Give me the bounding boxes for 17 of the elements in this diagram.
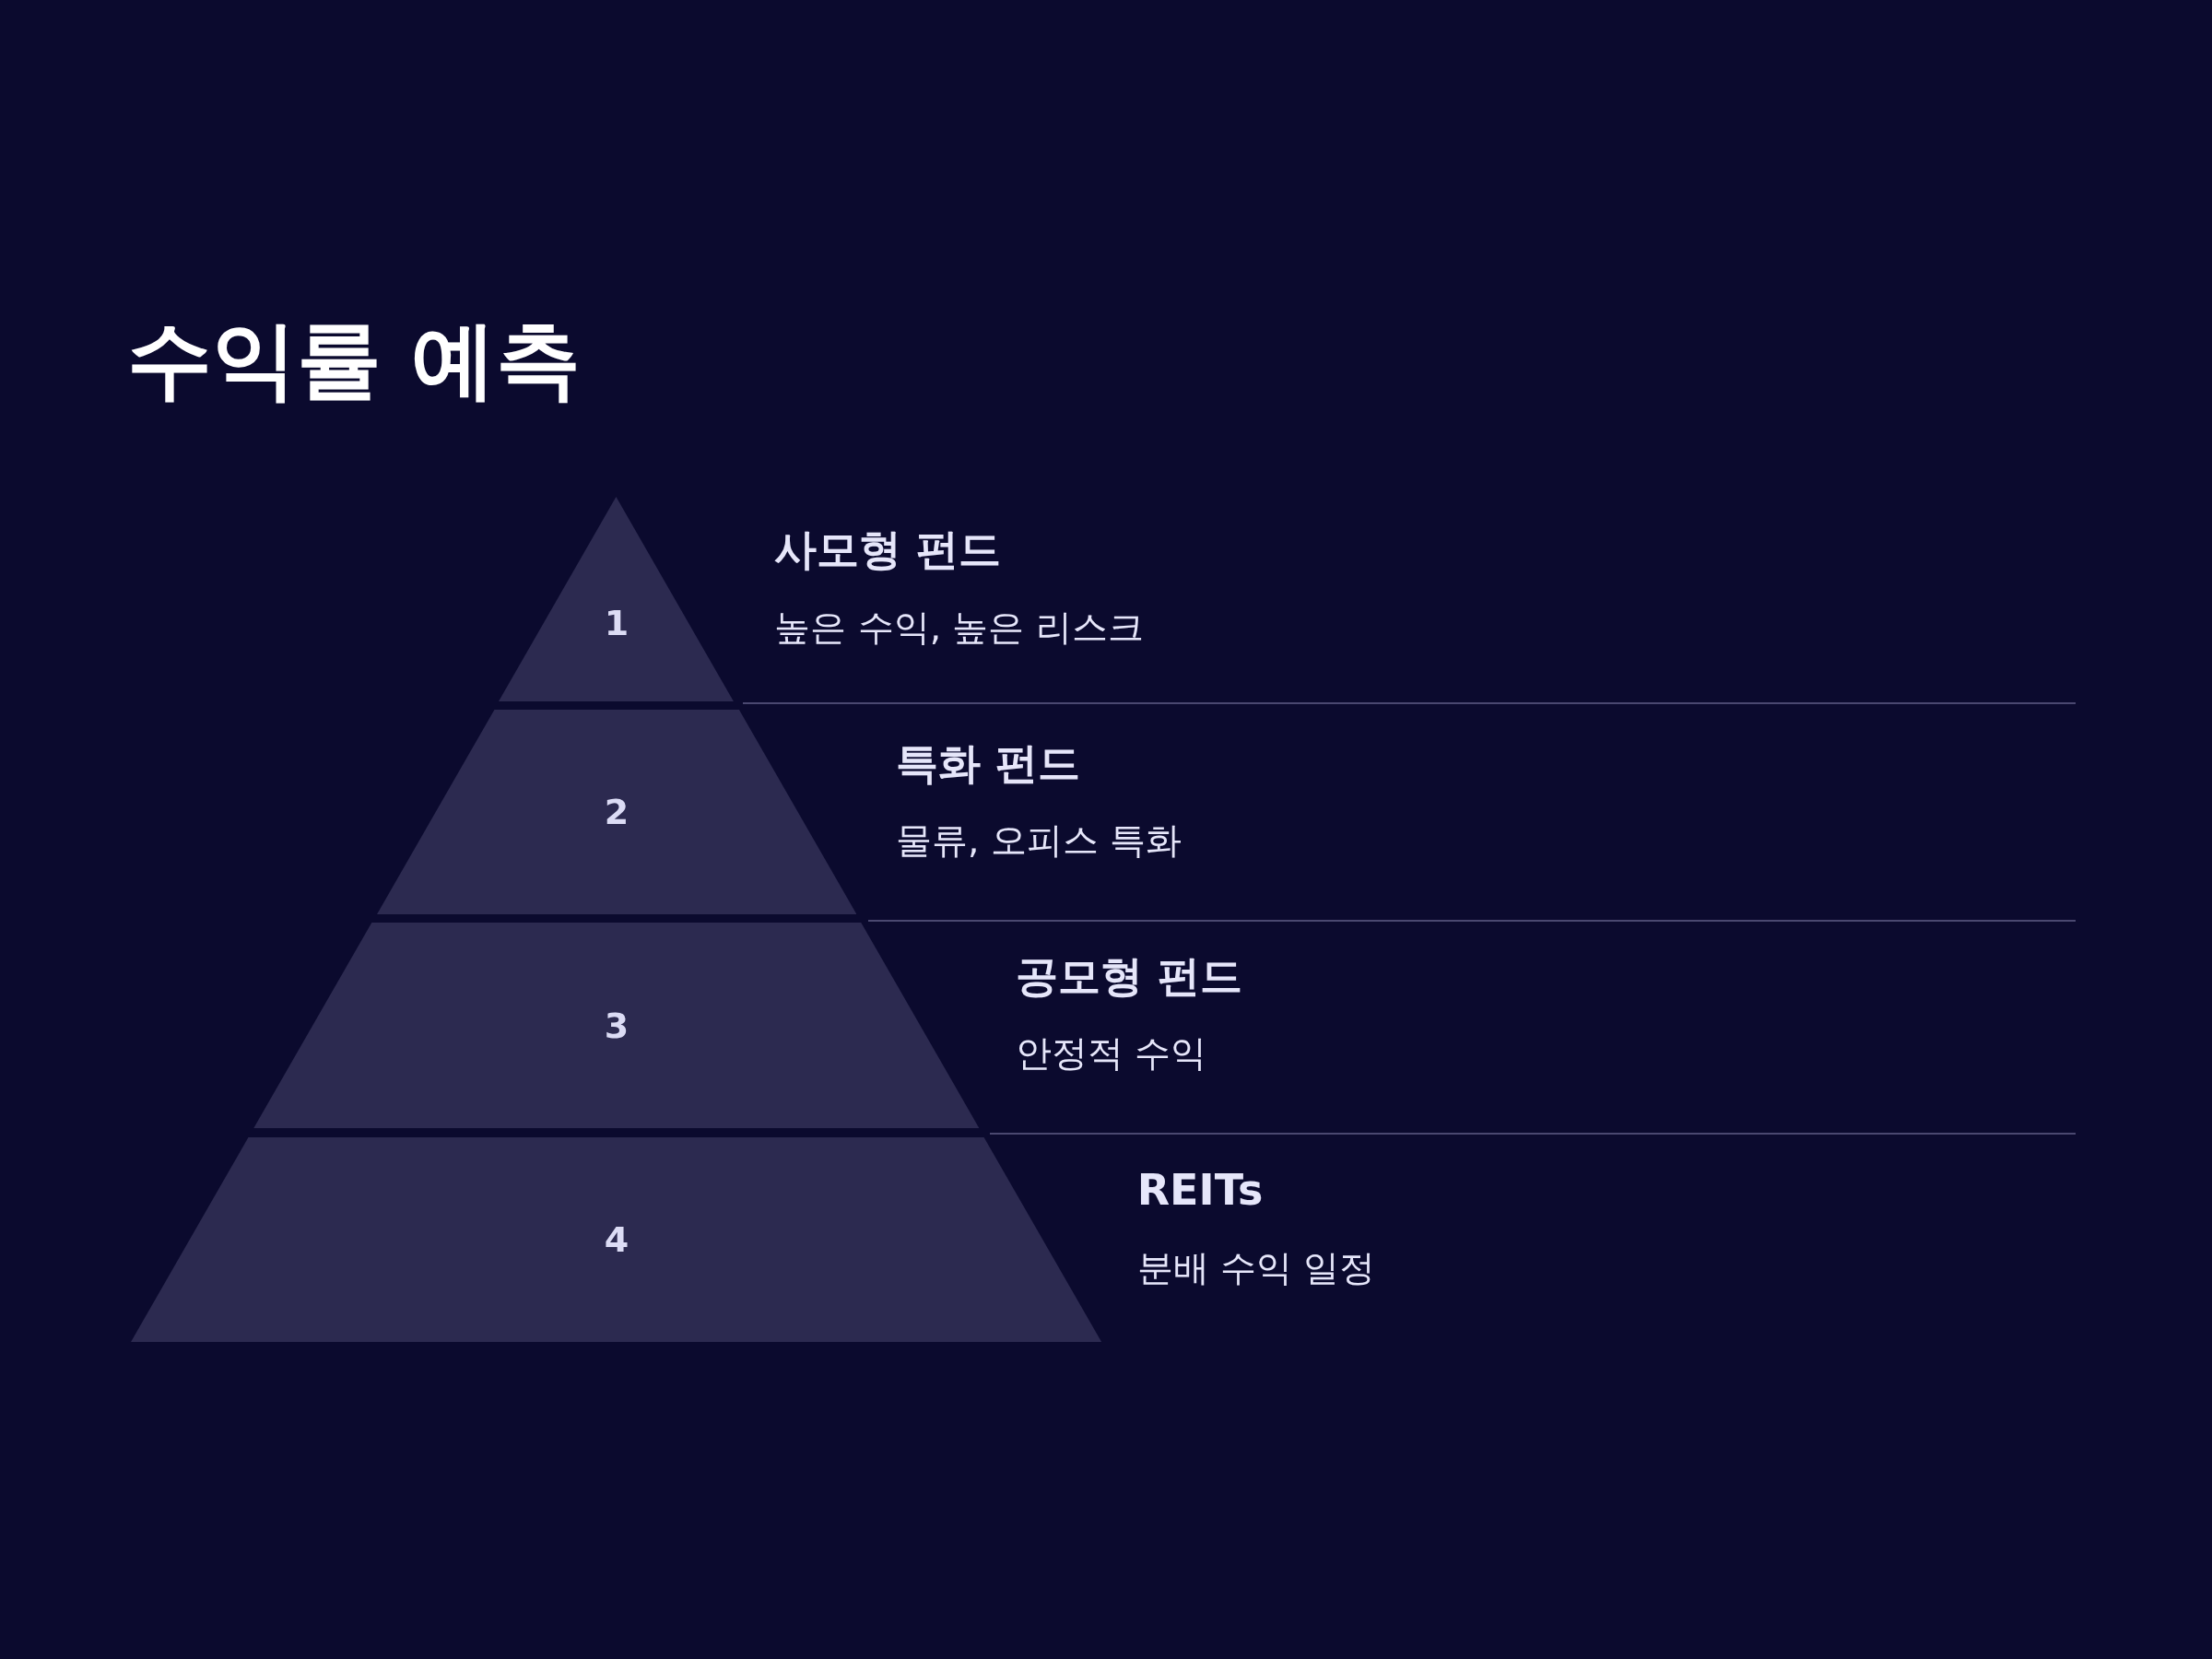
layer-heading: 특화 펀드 (895, 737, 1080, 789)
title: 수익률 예측 (127, 310, 582, 411)
layer-number: 3 (604, 1005, 629, 1046)
layer-heading: REITs (1136, 1165, 1264, 1217)
pyramid-layer (253, 923, 980, 1129)
layer-number: 1 (604, 603, 629, 644)
layer-heading: 사모형 펀드 (774, 524, 1002, 576)
layer-description: 물류, 오피스 특화 (895, 819, 1182, 864)
layer-number: 4 (604, 1218, 629, 1260)
layer-number: 2 (604, 791, 629, 832)
layer-description: 분배 수익 일정 (1136, 1247, 1376, 1290)
pyramid-layer (131, 1136, 1102, 1342)
pyramid-top-triangle (499, 496, 735, 701)
layer-description: 안정적 수익 (1016, 1032, 1207, 1077)
layer-heading: 공모형 펀드 (1016, 950, 1243, 1002)
layer-description: 높은 수익, 높은 리스크 (774, 606, 1144, 650)
pyramid-layer (376, 709, 857, 914)
